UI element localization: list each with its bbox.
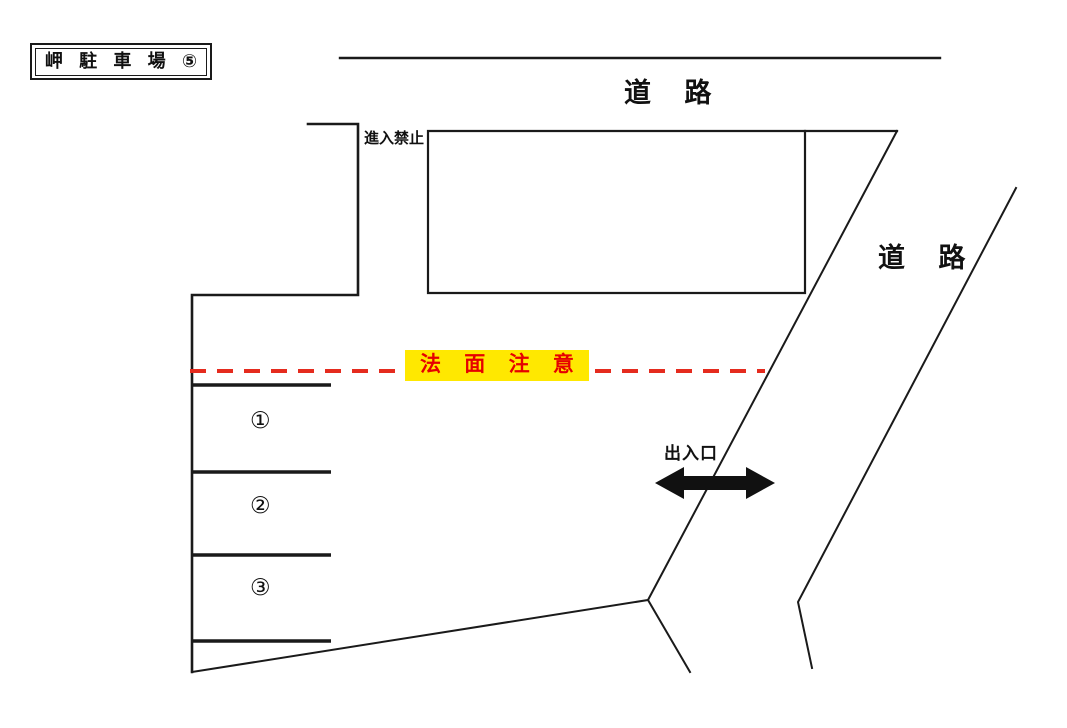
upper-left-block-outline: [190, 122, 360, 674]
stall-number-2: ②: [250, 493, 271, 519]
gate-double-arrow-icon: [655, 467, 775, 499]
title-plate-inner-border: 岬 駐 車 場 ⑤: [35, 47, 207, 76]
slope-caution-label: 法 面 注 意: [405, 350, 589, 382]
road-label-top: 道 路: [624, 78, 724, 109]
lot-right-diagonal-edge: [646, 129, 899, 602]
no-entry-label: 進入禁止: [364, 129, 425, 147]
stall-number-1: ①: [250, 408, 271, 434]
lot-lower-boundary: [190, 598, 692, 674]
title-plate: 岬 駐 車 場 ⑤: [30, 43, 212, 80]
stall-number-3: ③: [250, 575, 271, 601]
inner-rectangle-outline: [426, 129, 807, 295]
road-label-right: 道 路: [878, 243, 978, 274]
gate-label: 出入口: [664, 444, 718, 464]
far-road-diagonal-edge: [796, 186, 1018, 670]
page-title: 岬 駐 車 場 ⑤: [44, 50, 203, 72]
